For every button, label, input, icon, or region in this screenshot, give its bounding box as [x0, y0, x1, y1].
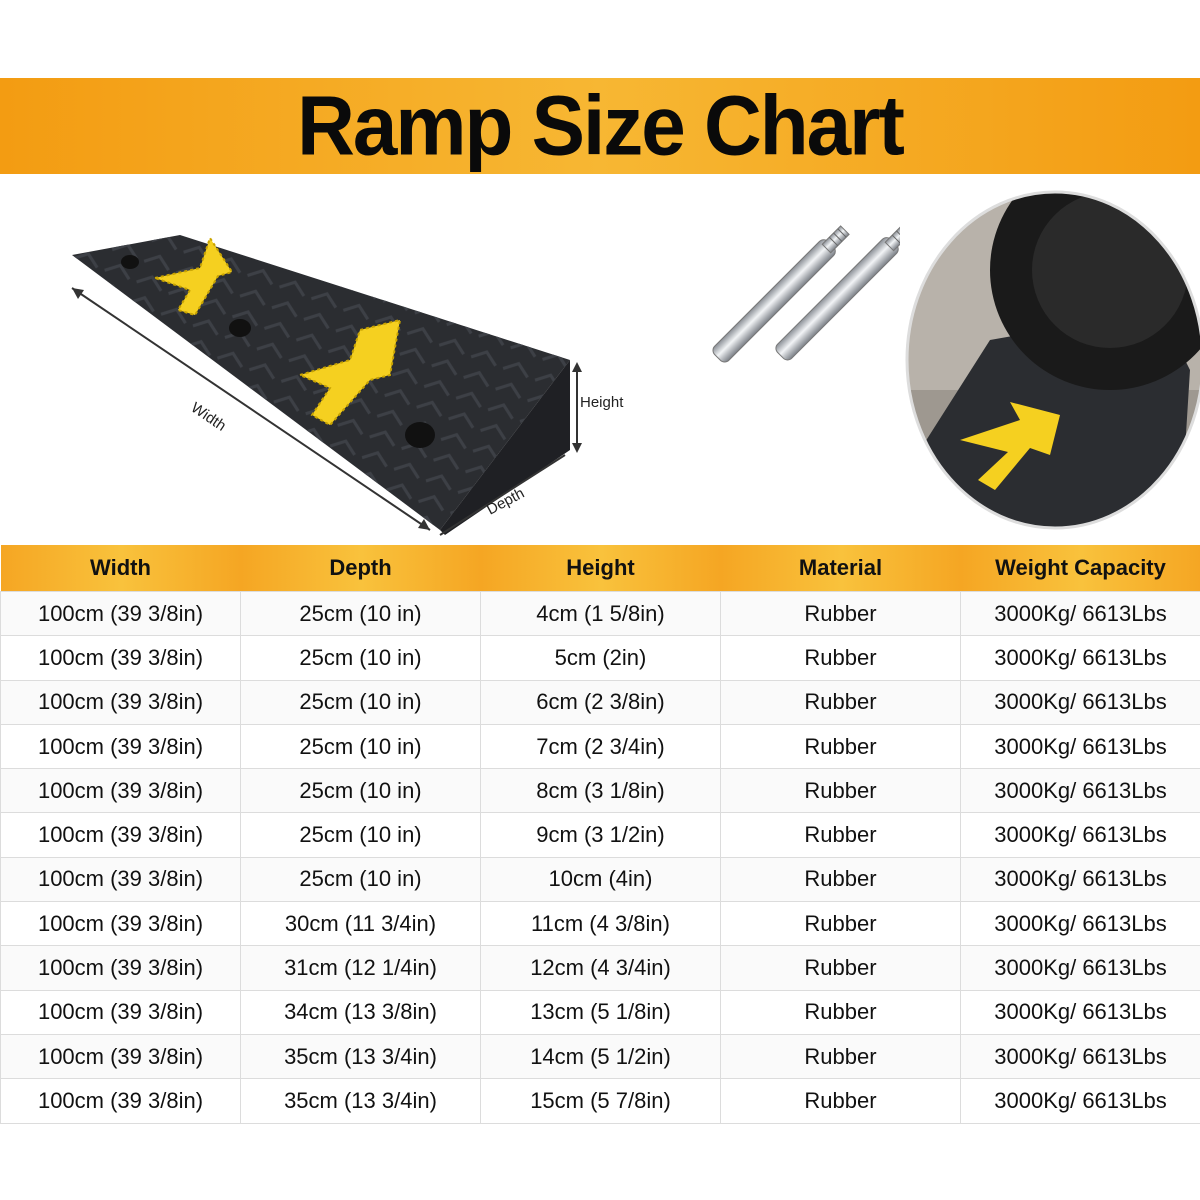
cell-weight-capacity: 3000Kg/ 6613Lbs	[960, 590, 1200, 637]
bolt-hole	[121, 255, 139, 269]
cell-depth: 35cm (13 3/4in)	[240, 1078, 481, 1124]
cell-material: Rubber	[720, 590, 961, 637]
table-row: 100cm (39 3/8in) 25cm (10 in) 6cm (2 3/8…	[0, 679, 1200, 725]
cell-weight-capacity: 3000Kg/ 6613Lbs	[960, 679, 1200, 725]
cell-depth: 25cm (10 in)	[240, 590, 481, 637]
cell-material: Rubber	[720, 635, 961, 681]
ramp-size-table: Width Depth Height Material Weight Capac…	[0, 545, 1200, 1124]
cell-weight-capacity: 3000Kg/ 6613Lbs	[960, 945, 1200, 991]
cell-material: Rubber	[720, 679, 961, 725]
cell-height: 9cm (3 1/2in)	[480, 812, 721, 858]
width-label: Width	[188, 399, 229, 435]
cell-height: 15cm (5 7/8in)	[480, 1078, 721, 1124]
cell-material: Rubber	[720, 1033, 961, 1080]
column-header-depth: Depth	[240, 545, 481, 592]
cell-depth: 30cm (11 3/4in)	[240, 901, 481, 947]
cell-width: 100cm (39 3/8in)	[0, 635, 241, 681]
page-title: Ramp Size Chart	[297, 78, 905, 173]
table-row: 100cm (39 3/8in) 25cm (10 in) 5cm (2in) …	[0, 635, 1200, 681]
cell-width: 100cm (39 3/8in)	[0, 856, 241, 903]
cell-material: Rubber	[720, 1078, 961, 1124]
column-header-height: Height	[480, 545, 721, 592]
bolt-hole	[405, 422, 435, 448]
cell-depth: 25cm (10 in)	[240, 723, 481, 770]
cell-material: Rubber	[720, 812, 961, 858]
table-row: 100cm (39 3/8in) 25cm (10 in) 9cm (3 1/2…	[0, 812, 1200, 858]
bolt-hole	[229, 319, 251, 337]
ramp-diagram: Width Height Depth	[50, 210, 650, 540]
cell-height: 6cm (2 3/8in)	[480, 679, 721, 725]
cell-weight-capacity: 3000Kg/ 6613Lbs	[960, 1033, 1200, 1080]
cell-depth: 25cm (10 in)	[240, 768, 481, 814]
cell-material: Rubber	[720, 768, 961, 814]
table-header-row: Width Depth Height Material Weight Capac…	[0, 545, 1200, 592]
cell-height: 5cm (2in)	[480, 635, 721, 681]
cell-width: 100cm (39 3/8in)	[0, 812, 241, 858]
cell-depth: 31cm (12 1/4in)	[240, 945, 481, 991]
table-row: 100cm (39 3/8in) 35cm (13 3/4in) 14cm (5…	[0, 1033, 1200, 1080]
cell-width: 100cm (39 3/8in)	[0, 679, 241, 725]
cell-width: 100cm (39 3/8in)	[0, 989, 241, 1035]
cell-height: 13cm (5 1/8in)	[480, 989, 721, 1035]
usage-photo	[900, 190, 1200, 530]
cell-weight-capacity: 3000Kg/ 6613Lbs	[960, 723, 1200, 770]
cell-depth: 25cm (10 in)	[240, 679, 481, 725]
cell-width: 100cm (39 3/8in)	[0, 1078, 241, 1124]
cell-width: 100cm (39 3/8in)	[0, 768, 241, 814]
cell-material: Rubber	[720, 989, 961, 1035]
table-row: 100cm (39 3/8in) 30cm (11 3/4in) 11cm (4…	[0, 901, 1200, 947]
column-header-width: Width	[0, 545, 241, 592]
title-banner: Ramp Size Chart	[0, 78, 1200, 174]
ramp-front-face	[440, 360, 570, 535]
cell-weight-capacity: 3000Kg/ 6613Lbs	[960, 856, 1200, 903]
cell-depth: 25cm (10 in)	[240, 812, 481, 858]
arrow-icon	[151, 235, 234, 317]
table-row: 100cm (39 3/8in) 25cm (10 in) 8cm (3 1/8…	[0, 768, 1200, 814]
cell-width: 100cm (39 3/8in)	[0, 723, 241, 770]
table-row: 100cm (39 3/8in) 25cm (10 in) 10cm (4in)…	[0, 856, 1200, 903]
cell-weight-capacity: 3000Kg/ 6613Lbs	[960, 768, 1200, 814]
cell-width: 100cm (39 3/8in)	[0, 901, 241, 947]
table-row: 100cm (39 3/8in) 34cm (13 3/8in) 13cm (5…	[0, 989, 1200, 1035]
height-label: Height	[580, 394, 624, 411]
cell-depth: 35cm (13 3/4in)	[240, 1033, 481, 1080]
cell-weight-capacity: 3000Kg/ 6613Lbs	[960, 812, 1200, 858]
cell-width: 100cm (39 3/8in)	[0, 945, 241, 991]
cell-depth: 25cm (10 in)	[240, 856, 481, 903]
cell-height: 8cm (3 1/8in)	[480, 768, 721, 814]
table-row: 100cm (39 3/8in) 35cm (13 3/4in) 15cm (5…	[0, 1078, 1200, 1124]
cell-weight-capacity: 3000Kg/ 6613Lbs	[960, 989, 1200, 1035]
cell-material: Rubber	[720, 723, 961, 770]
table-row: 100cm (39 3/8in) 31cm (12 1/4in) 12cm (4…	[0, 945, 1200, 991]
cell-height: 7cm (2 3/4in)	[480, 723, 721, 770]
column-header-weight-capacity: Weight Capacity	[960, 545, 1200, 592]
cell-width: 100cm (39 3/8in)	[0, 1033, 241, 1080]
cell-material: Rubber	[720, 901, 961, 947]
cell-height: 11cm (4 3/8in)	[480, 901, 721, 947]
cell-weight-capacity: 3000Kg/ 6613Lbs	[960, 901, 1200, 947]
depth-dimension-line	[439, 454, 566, 536]
table-row: 100cm (39 3/8in) 25cm (10 in) 7cm (2 3/4…	[0, 723, 1200, 770]
cell-material: Rubber	[720, 945, 961, 991]
arrow-icon	[960, 402, 1060, 490]
arrow-icon	[297, 318, 402, 427]
cell-material: Rubber	[720, 856, 961, 903]
ramp-illustration: Width Height Depth	[71, 235, 624, 536]
bolts-image	[700, 223, 913, 400]
width-dimension-line	[71, 287, 431, 531]
cell-height: 4cm (1 5/8in)	[480, 590, 721, 637]
cell-height: 10cm (4in)	[480, 856, 721, 903]
cell-depth: 25cm (10 in)	[240, 635, 481, 681]
cell-height: 14cm (5 1/2in)	[480, 1033, 721, 1080]
table-row: 100cm (39 3/8in) 25cm (10 in) 4cm (1 5/8…	[0, 590, 1200, 637]
cell-width: 100cm (39 3/8in)	[0, 590, 241, 637]
cell-weight-capacity: 3000Kg/ 6613Lbs	[960, 1078, 1200, 1124]
ramp-in-use-image	[905, 190, 1200, 530]
cell-height: 12cm (4 3/4in)	[480, 945, 721, 991]
expansion-bolt-icon	[712, 223, 913, 363]
cell-depth: 34cm (13 3/8in)	[240, 989, 481, 1035]
cell-weight-capacity: 3000Kg/ 6613Lbs	[960, 635, 1200, 681]
column-header-material: Material	[720, 545, 961, 592]
